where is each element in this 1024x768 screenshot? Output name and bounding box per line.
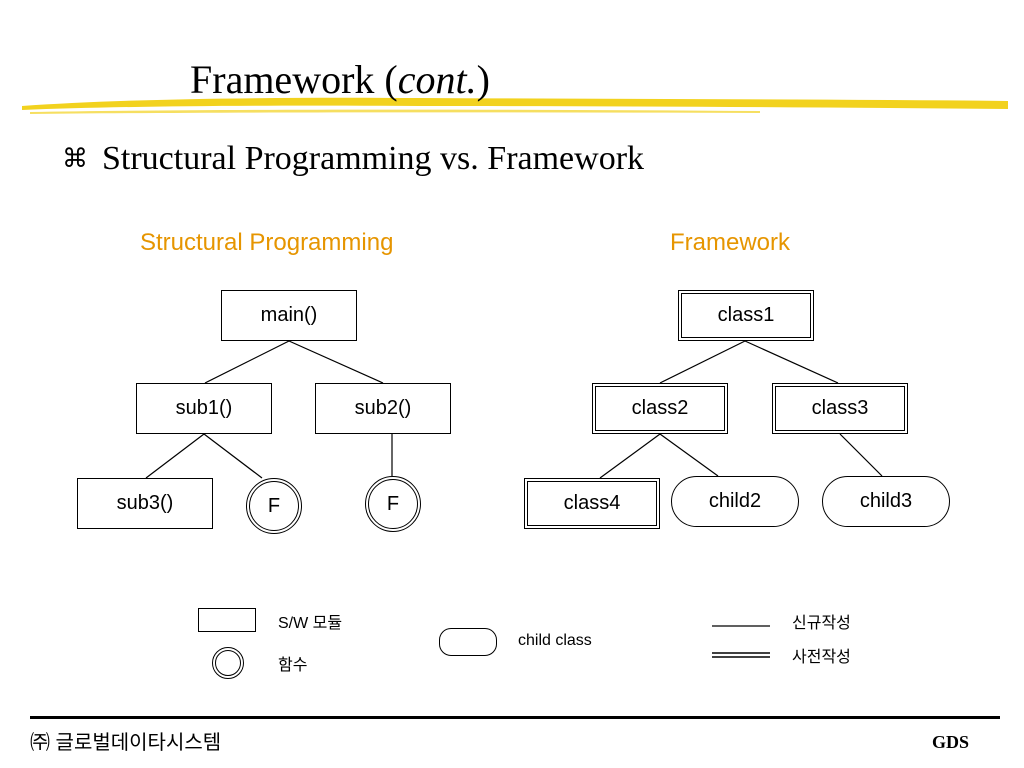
class1-box: class1: [678, 290, 814, 341]
function-f-circle-right: F: [365, 476, 421, 532]
class4-box: class4: [524, 478, 660, 529]
title-close-text: ): [476, 57, 490, 102]
legend-child-class-label: child class: [518, 632, 592, 649]
title-main-text: Framework (: [190, 57, 398, 102]
main-module-box: main(): [221, 290, 357, 341]
legend-function-circle-icon: [212, 647, 244, 679]
footer-company-name: ㈜ 글로벌데이타시스템: [30, 732, 222, 754]
sub2-module-box: sub2(): [315, 383, 451, 434]
framework-heading: Framework: [670, 229, 791, 256]
command-key-bullet-icon: ⌘: [62, 144, 88, 174]
structural-programming-heading: Structural Programming: [140, 229, 394, 256]
legend-function-label: 함수: [278, 657, 308, 674]
slide-subtitle: Structural Programming vs. Framework: [102, 140, 645, 177]
footer-brand: GDS: [932, 732, 970, 752]
child2-pill: child2: [671, 476, 799, 527]
class2-box: class2: [592, 383, 728, 434]
title-highlight-stroke: [22, 97, 1008, 114]
slide-title: Framework (cont.): [190, 56, 490, 104]
class3-box: class3: [772, 383, 908, 434]
legend-pre-written-label: 사전작성: [792, 649, 851, 666]
legend-child-class-pill-icon: [439, 628, 497, 656]
sub1-module-box: sub1(): [136, 383, 272, 434]
footer-divider: [30, 716, 1000, 719]
legend-module-label: S/W 모듈: [278, 615, 343, 632]
legend-new-written-label: 신규작성: [792, 615, 851, 632]
child3-pill: child3: [822, 476, 950, 527]
sub3-module-box: sub3(): [77, 478, 213, 529]
function-f-circle-left: F: [246, 478, 302, 534]
title-italic-text: cont.: [397, 57, 477, 102]
legend-module-box-icon: [198, 608, 256, 632]
